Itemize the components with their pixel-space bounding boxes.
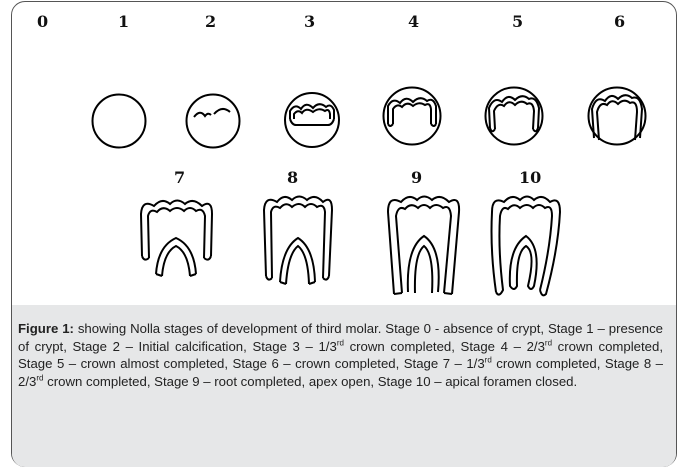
stage-number-2: 2	[205, 14, 216, 30]
caption-superscript: rd	[337, 338, 344, 347]
stage-number-8: 8	[287, 170, 298, 186]
stage-number-7: 7	[174, 170, 185, 186]
caption-superscript: rd	[545, 338, 552, 347]
stage-number-5: 5	[512, 14, 523, 30]
caption-label: Figure 1:	[18, 321, 74, 336]
stage-2-drawing	[184, 92, 242, 150]
stage-number-1: 1	[118, 14, 129, 30]
stage-6-drawing	[585, 84, 649, 148]
caption-superscript: rd	[485, 356, 492, 365]
stage-8-drawing	[258, 190, 338, 296]
stage-number-10: 10	[519, 170, 541, 186]
stage-number-9: 9	[411, 170, 422, 186]
stage-10-drawing	[486, 190, 566, 300]
stage-number-6: 6	[614, 14, 625, 30]
stage-9-drawing	[382, 190, 466, 300]
stage-number-0: 0	[37, 14, 48, 30]
stage-4-drawing	[380, 84, 444, 148]
stage-number-3: 3	[304, 14, 315, 30]
stage-3-drawing	[282, 90, 342, 150]
stage-5-drawing	[482, 84, 546, 148]
stage-1-drawing	[90, 92, 148, 150]
caption-text: crown completed, Stage 4 – 2/3	[344, 339, 545, 354]
caption-text: crown completed, Stage 9 – root complete…	[43, 374, 577, 389]
stage-7-drawing	[132, 194, 222, 294]
figure-caption: Figure 1: showing Nolla stages of develo…	[18, 320, 663, 390]
stage-number-4: 4	[408, 14, 419, 30]
